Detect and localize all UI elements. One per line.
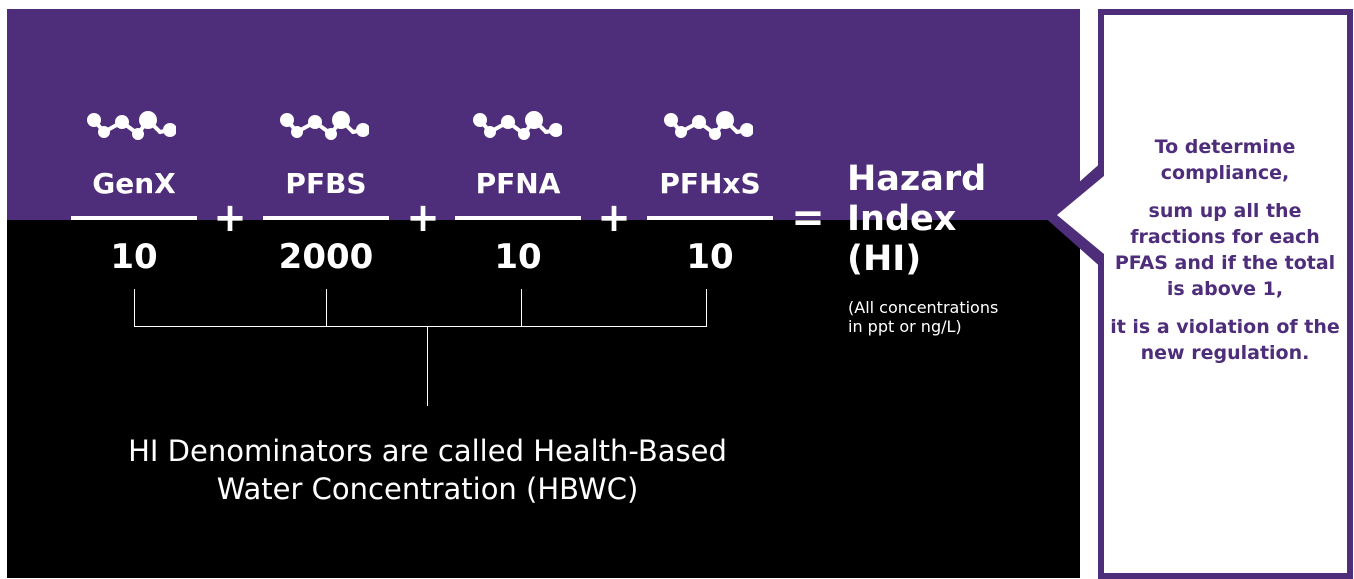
units-note: (All concentrations in ppt or ng/L) — [848, 298, 1058, 336]
equals-operator: = — [791, 195, 825, 241]
bracket-tick — [521, 289, 522, 327]
fraction-bar — [71, 216, 197, 220]
chemical-name-pfna: PFNA — [475, 167, 561, 200]
result-line: (HI) — [847, 239, 922, 279]
callout-paragraph: sum up all the fractions for each PFAS a… — [1114, 200, 1336, 300]
denominator-pfbs: 2000 — [278, 237, 374, 277]
compliance-callout-text: To determine compliance, sum up all the … — [1110, 134, 1340, 378]
hbwc-caption: HI Denominators are called Health-Based … — [60, 432, 795, 508]
molecule-icon — [663, 110, 753, 144]
plus-operator: + — [213, 195, 247, 241]
formula-body-band — [7, 220, 1080, 578]
callout-paragraph: To determine compliance, — [1154, 136, 1296, 184]
denominator-pfhxs: 10 — [686, 237, 734, 277]
result-line: Hazard — [847, 159, 987, 199]
bracket-tick — [134, 289, 135, 327]
chemical-name-genx: GenX — [92, 167, 176, 200]
bracket-bar — [134, 326, 707, 327]
molecule-icon — [472, 110, 562, 144]
formula-header-band — [7, 9, 1080, 220]
callout-paragraph: it is a violation of the new regulation. — [1110, 316, 1340, 364]
compliance-callout-box — [1098, 9, 1353, 579]
caption-line: HI Denominators are called Health-Based — [128, 434, 727, 468]
result-line: Index — [847, 199, 957, 239]
molecule-icon — [86, 110, 176, 144]
fraction-bar — [647, 216, 773, 220]
plus-operator: + — [597, 195, 631, 241]
note-line: in ppt or ng/L) — [848, 317, 962, 336]
chemical-name-pfbs: PFBS — [285, 167, 367, 200]
bracket-tick — [326, 289, 327, 327]
plus-operator: + — [406, 195, 440, 241]
callout-pointer — [1042, 160, 1110, 270]
caption-line: Water Concentration (HBWC) — [216, 472, 639, 506]
fraction-bar — [455, 216, 581, 220]
denominator-pfna: 10 — [494, 237, 542, 277]
molecule-icon — [279, 110, 369, 144]
bracket-tick — [706, 289, 707, 327]
note-line: (All concentrations — [848, 298, 999, 317]
denominator-genx: 10 — [110, 237, 158, 277]
fraction-bar — [263, 216, 389, 220]
chemical-name-pfhxs: PFHxS — [659, 167, 761, 200]
bracket-stem — [427, 326, 428, 406]
hazard-index-label: Hazard Index (HI) — [847, 159, 1047, 279]
